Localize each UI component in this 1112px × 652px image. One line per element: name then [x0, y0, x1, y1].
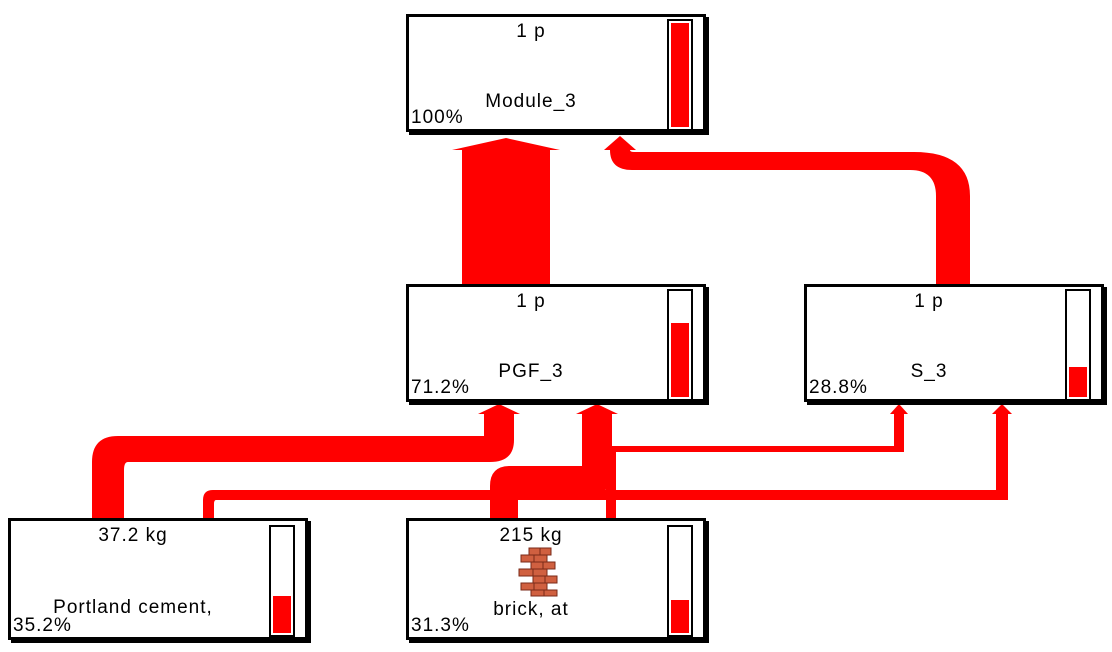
- node-s[interactable]: 1 p S_3 28.8%: [804, 284, 1104, 402]
- node-bar: [1065, 289, 1091, 401]
- node-bar-fill: [671, 23, 689, 127]
- node-percent: 71.2%: [411, 377, 470, 398]
- node-pgf[interactable]: 1 p PGF_3 71.2%: [406, 284, 706, 402]
- node-bar: [269, 525, 295, 637]
- flow-cement-to-s: [203, 404, 1012, 520]
- node-amount: 215 kg: [499, 525, 563, 546]
- node-name: Portland cement,: [53, 597, 213, 618]
- node-percent: 31.3%: [411, 615, 470, 636]
- node-bar: [667, 19, 693, 131]
- flow-cement-to-pgf: [92, 404, 520, 520]
- node-bar: [667, 525, 693, 637]
- brick-stack-icon: [517, 547, 561, 597]
- flow-pgf-to-module: [452, 138, 560, 286]
- node-bar-fill: [1069, 367, 1087, 397]
- node-amount: 37.2 kg: [98, 525, 168, 546]
- node-bar-fill: [273, 596, 291, 633]
- node-percent: 35.2%: [13, 615, 72, 636]
- flow-s-to-module: [604, 136, 970, 286]
- node-name: Module_3: [485, 91, 577, 112]
- node-amount: 1 p: [914, 291, 944, 312]
- flow-brick-to-s: [606, 404, 908, 520]
- node-bar: [667, 289, 693, 401]
- flow-brick-to-pgf: [490, 404, 618, 520]
- node-bar-fill: [671, 323, 689, 397]
- node-name: brick, at: [493, 599, 569, 620]
- node-amount: 1 p: [516, 21, 546, 42]
- node-percent: 28.8%: [809, 377, 868, 398]
- node-percent: 100%: [411, 107, 464, 128]
- node-name: PGF_3: [498, 361, 564, 382]
- node-name: S_3: [910, 361, 948, 382]
- node-bar-fill: [671, 600, 689, 633]
- node-cement[interactable]: 37.2 kg Portland cement, 35.2%: [8, 518, 308, 640]
- node-module[interactable]: 1 p Module_3 100%: [406, 14, 706, 132]
- node-brick[interactable]: 215 kg brick, at 31.3%: [406, 518, 706, 640]
- node-amount: 1 p: [516, 291, 546, 312]
